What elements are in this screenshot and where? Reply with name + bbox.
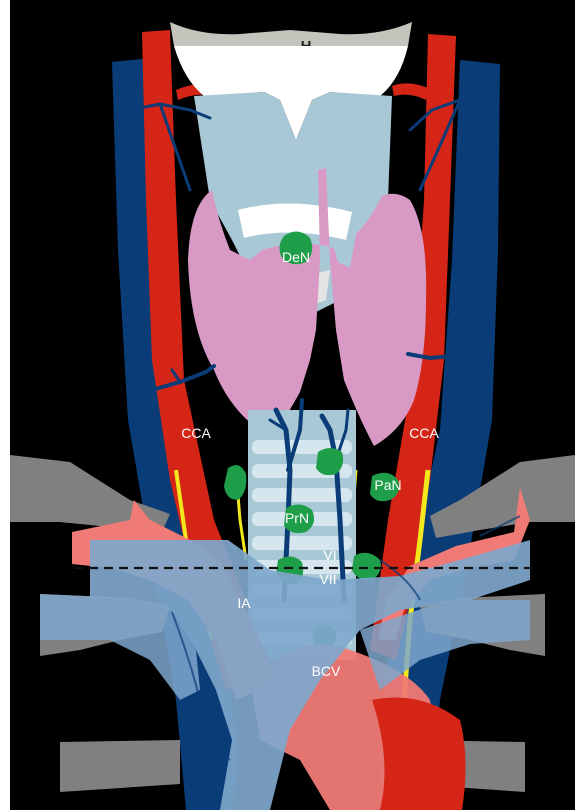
brachiocephalic-vein-label: BCV — [312, 663, 341, 679]
cca-right-label: CCA — [409, 425, 439, 441]
second-rib-left — [60, 740, 180, 792]
paratracheal-node-label: PaN — [374, 477, 401, 493]
innominate-artery-label: IA — [237, 595, 251, 611]
level-vii-label: VII — [319, 571, 336, 587]
level-vi-label: VI — [323, 547, 336, 563]
pretracheal-node-label: PrN — [285, 510, 309, 526]
delphian-node-label: DeN — [282, 249, 310, 265]
cca-left-label: CCA — [181, 425, 211, 441]
aortic-arch-deep — [372, 698, 466, 810]
